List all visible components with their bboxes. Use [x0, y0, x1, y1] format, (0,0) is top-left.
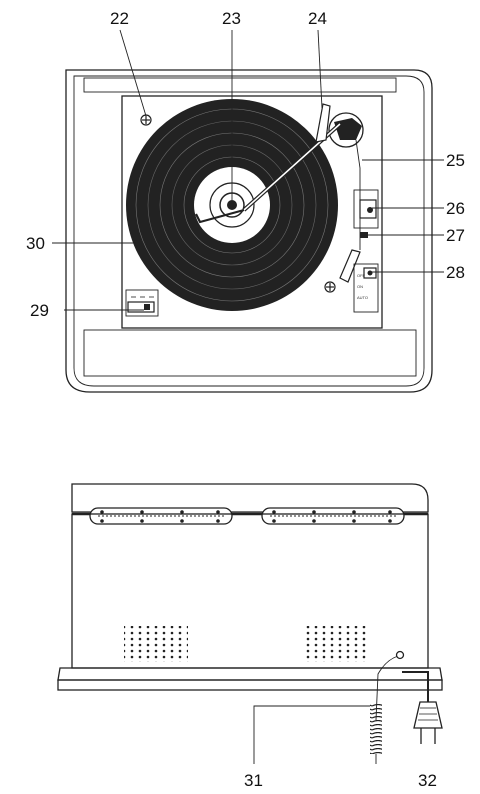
cabinet-outline — [65, 69, 433, 393]
counterweight — [334, 118, 362, 140]
deck-screw-bottom-right — [324, 281, 336, 293]
spindle — [227, 200, 237, 210]
speed-selector-frame — [353, 189, 379, 229]
tonearm-head — [315, 103, 331, 143]
callout-30: 30 — [26, 234, 45, 253]
callout-32: 32 — [418, 771, 437, 790]
callout-27: 27 — [446, 226, 465, 245]
switch-label-auto: AUTO — [357, 295, 368, 300]
tonearm — [195, 103, 364, 283]
leader-22 — [119, 29, 147, 117]
power-cord — [402, 671, 443, 744]
antenna-coil — [370, 704, 382, 754]
power-switch: OFF ON AUTO — [353, 263, 379, 313]
leader-24 — [317, 29, 323, 109]
antenna-wire — [370, 650, 405, 764]
deck-plate — [121, 95, 383, 329]
front-apron — [83, 329, 417, 377]
cabinet-base-lower — [57, 679, 443, 691]
speed-selector — [353, 189, 379, 229]
cabinet-inner-outline — [73, 75, 425, 387]
lid-hinge-strip — [83, 77, 397, 93]
switch-label-off: OFF — [357, 273, 366, 278]
callout-28: 28 — [446, 263, 465, 282]
cue-knob — [360, 232, 368, 238]
antenna-wire-upper — [375, 655, 399, 721]
arm-lift-lever — [339, 249, 361, 283]
deck-screw-top-left — [140, 114, 152, 126]
back-view — [57, 483, 443, 764]
lid-profile — [71, 483, 429, 513]
hinge-right — [261, 507, 405, 525]
callout-23: 23 — [222, 9, 241, 28]
power-switch-frame — [353, 263, 379, 313]
top-view: OFF ON AUTO — [52, 29, 444, 393]
callout-22: 22 — [110, 9, 129, 28]
power-plug — [413, 701, 443, 729]
hinge-left — [89, 507, 233, 525]
speaker-vent-left — [124, 626, 188, 662]
speed-switch-frame — [125, 289, 159, 317]
antenna-terminal — [395, 650, 405, 660]
headshell — [195, 208, 245, 224]
callout-25: 25 — [446, 151, 465, 170]
callout-24: 24 — [308, 9, 327, 28]
speaker-vent-right — [306, 626, 370, 662]
leader-31 — [253, 705, 370, 764]
power-cord-line — [402, 671, 429, 702]
callout-29: 29 — [30, 301, 49, 320]
callout-26: 26 — [446, 199, 465, 218]
speed-switch-29 — [125, 289, 159, 317]
callout-31: 31 — [244, 771, 263, 790]
cabinet-base-upper — [57, 667, 443, 681]
tonearm-rest-rod — [355, 139, 361, 250]
switch-label-on: ON — [357, 284, 363, 289]
